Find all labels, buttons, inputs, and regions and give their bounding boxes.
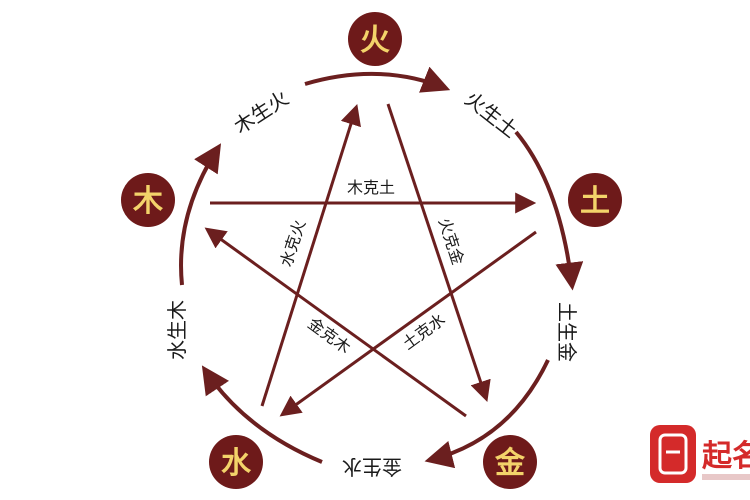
arc-fire-to-earth [304, 66, 451, 93]
line-water-to-fire [260, 103, 361, 407]
label-metal-controls-wood: 金克木 [304, 314, 354, 358]
node-fire-label: 火 [360, 23, 390, 58]
label-water-generates-wood: 水生木 [165, 300, 189, 360]
generating-arcs [179, 66, 584, 469]
node-metal: 金 [483, 435, 537, 489]
node-metal-label: 金 [494, 446, 526, 481]
arc-fire-to-earth-2 [514, 130, 584, 291]
logo-text: 起名 [702, 439, 750, 474]
label-earth-controls-water: 土克水 [399, 310, 449, 354]
label-earth-generates-metal: 土生金 [555, 302, 579, 362]
line-earth-to-water [279, 230, 537, 417]
line-fire-to-metal [386, 103, 491, 402]
watermark-logo: 起名 [650, 425, 750, 483]
node-wood: 木 [121, 173, 175, 227]
node-water-label: 水 [221, 446, 252, 481]
node-wood-label: 木 [132, 184, 163, 219]
label-wood-controls-earth: 木克土 [347, 178, 395, 197]
node-fire: 火 [348, 12, 402, 66]
label-fire-generates-earth: 火生土 [460, 87, 522, 143]
controlling-star [204, 103, 537, 418]
node-earth-label: 土 [580, 184, 610, 219]
label-wood-generates-fire: 木生火 [229, 86, 292, 139]
node-earth: 土 [568, 173, 622, 227]
line-metal-to-wood [204, 227, 467, 418]
arc-metal-to-water [201, 365, 323, 464]
arc-water-to-wood [179, 143, 222, 286]
node-water: 水 [209, 435, 263, 489]
seal-icon [650, 425, 696, 483]
arc-earth-to-metal [424, 359, 550, 469]
label-metal-generates-water: 金生水 [342, 455, 402, 479]
label-water-controls-fire: 水克火 [276, 218, 309, 270]
